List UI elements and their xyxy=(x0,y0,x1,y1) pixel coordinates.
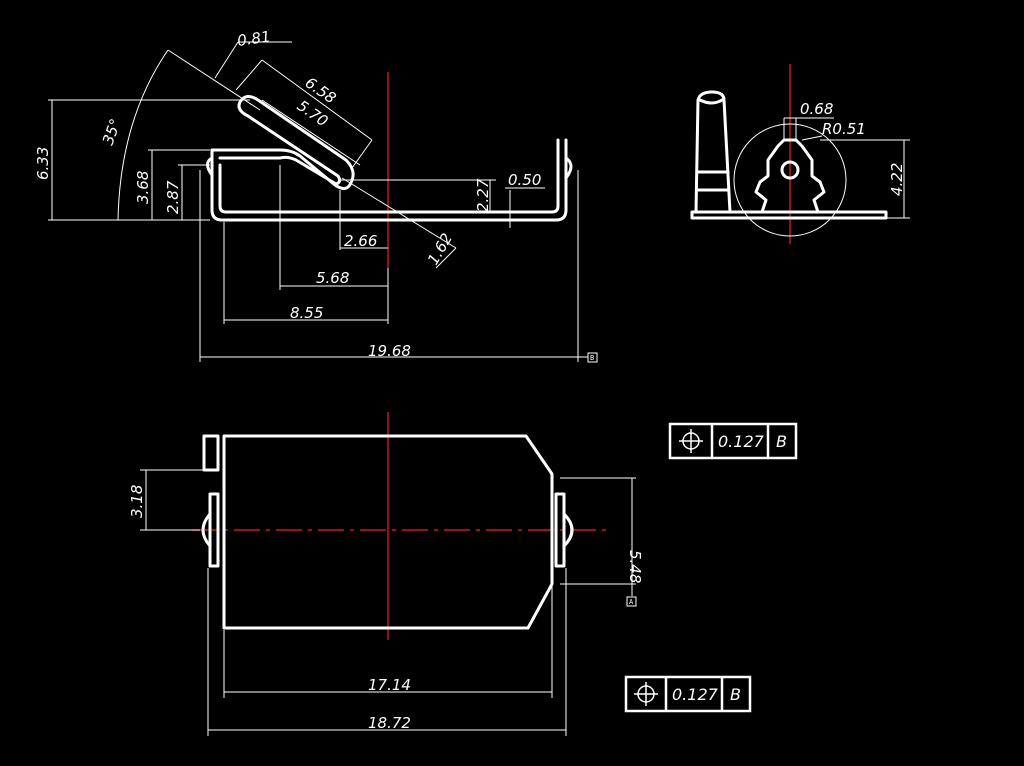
side-view: 0.81 6.58 5.70 35° 6.33 3.68 2.87 2.27 0… xyxy=(34,27,598,363)
top-view-right-lug xyxy=(554,492,566,568)
dim-0-81: 0.81 xyxy=(236,27,272,49)
end-view: 0.68 R0.51 4.22 xyxy=(690,64,910,244)
datum-a-box xyxy=(626,596,637,607)
side-view-right-lug xyxy=(564,156,573,180)
dim-1-62: 1.62 xyxy=(424,230,456,268)
dim-4-22: 4.22 xyxy=(888,163,906,196)
side-view-dimensions xyxy=(48,41,588,362)
dim-5-68: 5.68 xyxy=(316,269,349,287)
dim-2-66: 2.66 xyxy=(344,232,377,250)
dim-17-14: 17.14 xyxy=(368,676,411,694)
dim-18-72: 18.72 xyxy=(368,714,411,732)
position-symbol-icon xyxy=(634,682,658,706)
datum-a-label: A xyxy=(629,598,634,606)
dim-3-18: 3.18 xyxy=(128,485,146,518)
side-view-arm xyxy=(210,95,355,191)
side-view-body-inner xyxy=(218,138,560,214)
datum-b-box xyxy=(587,352,598,363)
dim-angle-35: 35° xyxy=(99,116,125,147)
top-view-left-bump xyxy=(201,512,212,548)
dim-3-68: 3.68 xyxy=(134,171,152,204)
end-view-hole xyxy=(780,160,800,180)
top-view-left-tab xyxy=(202,434,220,472)
top-view-plate xyxy=(222,434,554,630)
end-view-circle xyxy=(733,123,847,237)
dim-2-27: 2.27 xyxy=(474,178,492,212)
end-view-post-top xyxy=(698,98,724,105)
end-view-clip xyxy=(754,138,826,214)
side-view-body-outer xyxy=(210,138,568,222)
top-view-right-bump xyxy=(562,512,574,548)
fcf-upper-tolerance: 0.127 xyxy=(718,432,765,451)
dim-19-68: 19.68 xyxy=(368,342,411,360)
fcf-lower-datum: B xyxy=(730,685,741,704)
position-symbol-icon xyxy=(679,429,703,453)
fcf-upper: 0.127 B xyxy=(668,422,798,460)
fcf-lower-tolerance: 0.127 xyxy=(672,685,719,704)
fcf-upper-datum: B xyxy=(776,432,787,451)
dim-6-33: 6.33 xyxy=(34,147,52,180)
end-view-base xyxy=(690,210,888,220)
dim-0-50: 0.50 xyxy=(508,171,541,189)
datum-b-label: B xyxy=(590,354,594,362)
end-view-post xyxy=(694,90,732,214)
dim-r0-51: R0.51 xyxy=(822,120,866,138)
top-view: 3.18 5.48 17.14 18.72 A xyxy=(128,412,644,736)
dim-5-48: 5.48 xyxy=(626,550,644,583)
fcf-lower: 0.127 B xyxy=(624,675,752,713)
top-view-left-lug xyxy=(208,492,220,568)
dim-0-68: 0.68 xyxy=(800,100,833,118)
dim-8-55: 8.55 xyxy=(290,304,323,322)
dim-2-87: 2.87 xyxy=(164,180,182,214)
